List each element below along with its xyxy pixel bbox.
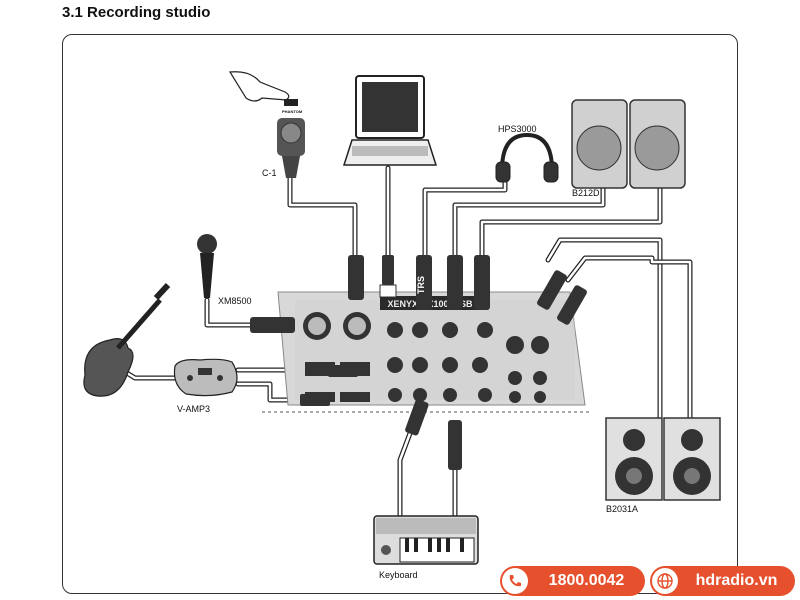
globe-icon <box>652 568 678 594</box>
cable-b212d-2 <box>479 185 663 258</box>
website-link[interactable]: hdradio.vn <box>695 572 778 589</box>
phantom-label: PHANTOM <box>282 109 303 114</box>
cable-headphones <box>422 175 508 258</box>
usb-plug <box>382 255 394 285</box>
phone-number[interactable]: 1800.0042 <box>548 572 625 589</box>
b2031a-monitors <box>605 417 721 501</box>
phone-badge[interactable]: 1800.0042 <box>500 566 645 596</box>
cable-b2031a-2 <box>565 255 693 421</box>
hps3000-label: HPS3000 <box>498 124 537 134</box>
website-badge[interactable]: hdradio.vn <box>650 566 795 596</box>
c1-label: C-1 <box>262 168 277 178</box>
c1-microphone <box>277 118 305 178</box>
mixer-knobs <box>387 322 549 403</box>
keyboard-label: Keyboard <box>379 570 418 580</box>
phantom-button-hand <box>228 71 298 106</box>
trs-plug <box>416 255 432 310</box>
xm8500-label: XM8500 <box>218 296 252 306</box>
b212d-label: B212D <box>572 188 600 198</box>
diagram-frame <box>62 34 738 594</box>
b2031a-label: B2031A <box>606 504 639 514</box>
cable-c1 <box>287 175 358 258</box>
b212d-speakers <box>571 99 686 189</box>
line-input-4 <box>340 392 370 402</box>
electric-guitar <box>83 282 171 397</box>
cable-b212d-1 <box>452 185 606 258</box>
laptop <box>342 75 438 166</box>
phone-icon <box>502 568 528 594</box>
vamp3-label: V-AMP3 <box>177 404 211 414</box>
line-input-1 <box>305 362 335 376</box>
midi-keyboard <box>373 515 479 565</box>
section-heading: 3.1 Recording studio <box>62 4 211 21</box>
headphones <box>495 132 559 183</box>
xm8500-microphone <box>197 234 217 298</box>
plugs: TRS <box>250 255 587 470</box>
vamp3-amp <box>173 358 238 397</box>
cable-xm8500 <box>204 297 253 328</box>
cable-b2031a-1 <box>545 237 663 421</box>
cable-guitar <box>119 367 183 381</box>
trs-label: TRS <box>416 276 426 294</box>
